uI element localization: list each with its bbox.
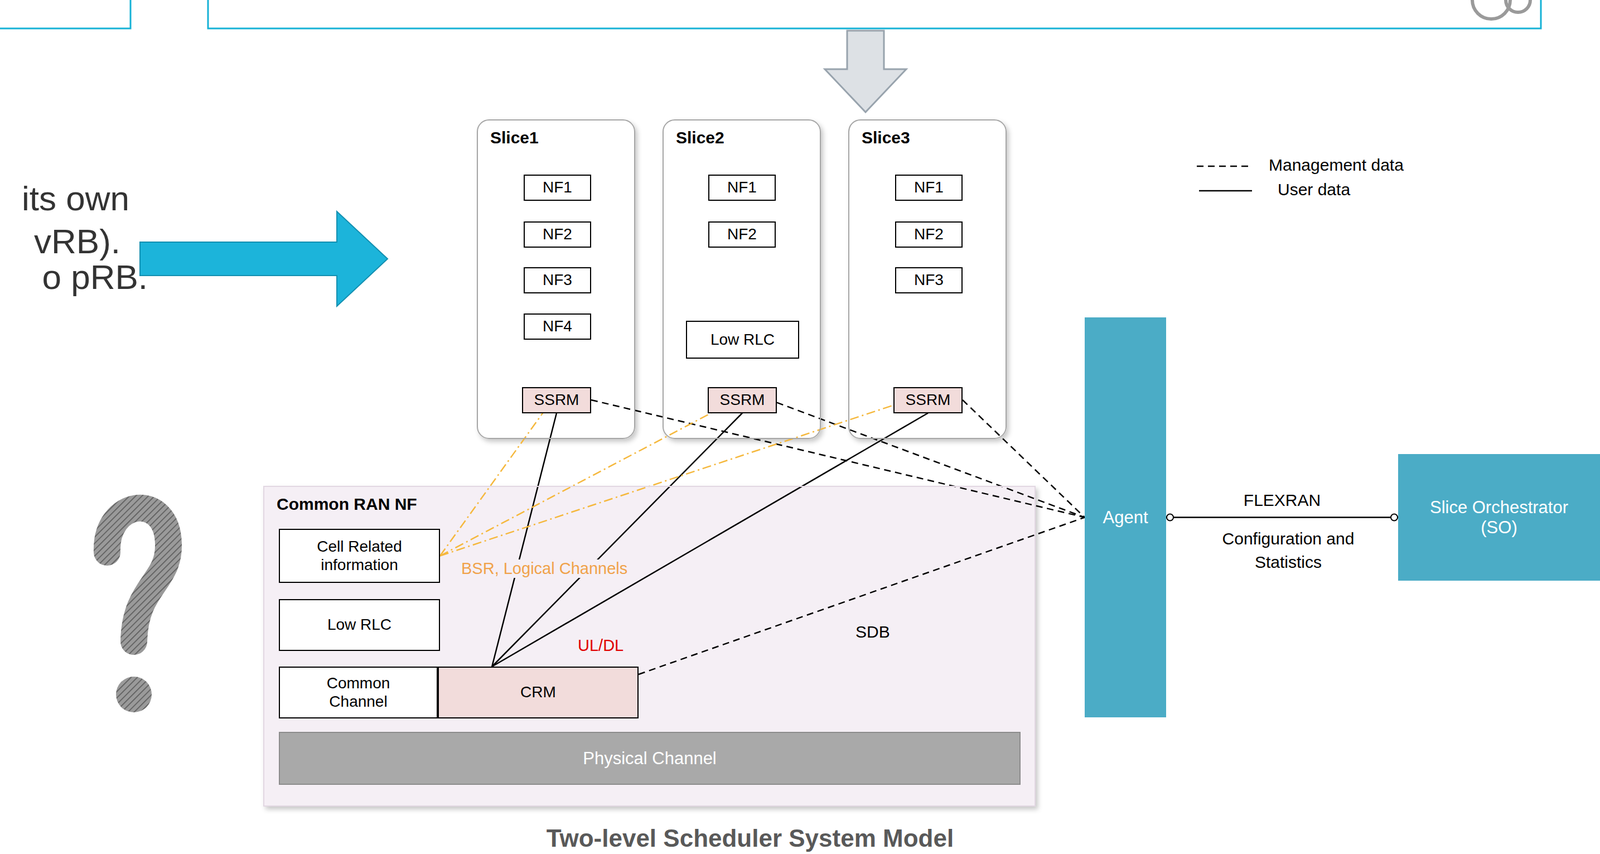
note-text: Configuration and Statistics [1215, 527, 1361, 574]
caption: Two-level Scheduler System Model [415, 824, 1085, 853]
process-box: NF1 [895, 174, 963, 201]
down-arrow [824, 30, 907, 113]
group-title: Common RAN NF [276, 494, 418, 515]
legend-text: User data [1277, 180, 1351, 200]
process-box: NF3 [523, 267, 592, 294]
process-box: SSRM [707, 387, 777, 414]
process-box: SSRM [893, 387, 963, 414]
box-label: NF1 [542, 178, 573, 197]
box-label: CRM [520, 683, 557, 702]
box-label: NF3 [914, 271, 944, 289]
process-box: NF3 [895, 267, 963, 294]
slide-text: o pRB. [0, 257, 148, 297]
box-label: NF2 [914, 225, 944, 244]
legend-sample [1196, 165, 1253, 168]
management-link [776, 402, 1085, 518]
slide-text: vRB). [0, 221, 121, 261]
process-box: Cell Related information [278, 528, 441, 583]
box-label: Slice Orchestrator (SO) [1418, 497, 1580, 538]
slice-ground [662, 119, 821, 439]
slice-ground [476, 119, 636, 439]
process-box: SSRM [521, 387, 592, 414]
bsr-link [440, 413, 543, 557]
box-label: SSRM [534, 390, 580, 409]
process-box: NF1 [523, 174, 592, 201]
slice-box: Slice1NF1NF2NF3NF4SSRM [476, 119, 636, 439]
process-box: Common Channel [278, 666, 438, 719]
box-label: SSRM [905, 390, 951, 409]
legend-text: Management data [1268, 155, 1404, 175]
gear-icon [1472, 0, 1531, 19]
process-box: NF2 [895, 221, 963, 248]
box-label: Low RLC [710, 330, 775, 349]
box-label: SSRM [719, 390, 766, 409]
box-label: NF4 [542, 317, 573, 336]
group-title: Slice3 [861, 128, 911, 148]
box-label: NF1 [727, 178, 757, 197]
bsr-link [440, 413, 712, 557]
ran-ground [263, 485, 1036, 807]
ran-region: Common RAN NF Cell Related informationLow… [263, 485, 1036, 807]
process-box: Low RLC [685, 320, 800, 359]
slide-text: its own [0, 178, 130, 219]
bsr-link [440, 404, 894, 556]
process-box: Slice Orchestrator (SO) [1398, 453, 1600, 581]
signal-label: SDB [853, 622, 893, 642]
process-box: Low RLC [278, 598, 441, 651]
box-label: Cell Related information [285, 537, 434, 574]
legend-sample [1199, 190, 1253, 192]
management-link [591, 399, 1085, 518]
signal-label: UL/DL [575, 636, 626, 655]
box-label: NF1 [914, 178, 944, 197]
management-link [962, 399, 1085, 518]
frame-line [0, 0, 1541, 29]
question-dot [115, 676, 152, 713]
slice-box: Slice2NF1NF2Low RLC SSRM [662, 119, 821, 439]
box-label: Physical Channel [582, 748, 717, 769]
process-box: Agent [1084, 317, 1167, 718]
box-label: Agent [1102, 507, 1148, 528]
slice-ground [848, 119, 1007, 439]
user-link [1166, 514, 1399, 521]
right-arrow [139, 211, 388, 307]
edge-label: FLEXRAN [1243, 490, 1321, 510]
management-link [638, 517, 1085, 675]
box-label: NF3 [542, 271, 573, 289]
box-label: Low RLC [327, 615, 392, 634]
user-link [491, 413, 928, 667]
process-box: Physical Channel [278, 731, 1021, 785]
process-box: NF2 [523, 221, 592, 248]
process-box: NF1 [708, 174, 776, 201]
group-title: Slice1 [490, 128, 539, 148]
box-label: NF2 [727, 225, 757, 244]
question-mark [107, 508, 169, 642]
process-box: NF2 [708, 221, 776, 248]
signal-label: BSR, Logical Channels [458, 559, 630, 578]
user-link [491, 413, 557, 667]
user-link [491, 413, 743, 667]
process-box: NF4 [523, 313, 592, 340]
group-title: Slice2 [675, 128, 725, 148]
box-label: Common Channel [308, 674, 409, 710]
slice-box: Slice3NF1NF2NF3SSRM [848, 119, 1007, 439]
box-label: NF2 [542, 225, 573, 244]
process-box: CRM [437, 666, 639, 719]
